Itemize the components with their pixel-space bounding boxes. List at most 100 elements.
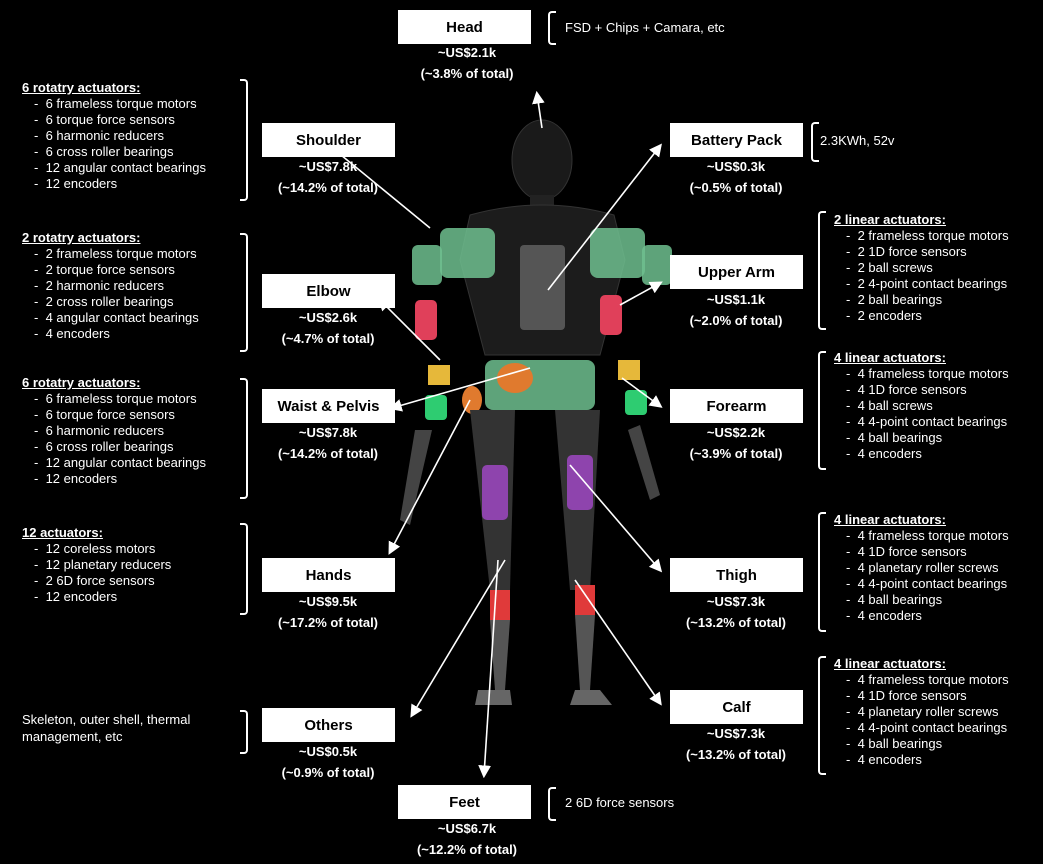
list-item: - 2 4-point contact bearings [846,276,1008,291]
list-item: - 4 frameless torque motors [846,672,1009,687]
list-item: - 4 4-point contact bearings [846,576,1008,591]
others-bracket [240,710,248,754]
list-item: - 6 harmonic reducers [34,423,165,438]
list-item: - 4 angular contact bearings [34,310,199,325]
list-item: - 12 encoders [34,589,118,604]
feet-label-box: Feet [398,785,531,819]
list-item: - 2 1D force sensors [846,244,967,259]
head-label-box: Head [398,10,531,44]
thigh-label-box: Thigh [670,558,803,592]
list-item: - 2 cross roller bearings [34,294,174,309]
calf-bracket [818,656,826,775]
list-item: - 2 torque force sensors [34,262,175,277]
list-item: - 4 encoders [846,752,922,767]
head-cost: ~US$2.1k (~3.8% of total) [387,42,547,84]
list-item: - 4 encoders [34,326,110,341]
arrow-elbow [377,297,441,361]
list-item: - 6 cross roller bearings [34,439,174,454]
waist-bracket [240,378,248,499]
thigh-cost: ~US$7.3k(~13.2% of total) [685,594,787,630]
list-item: - 4 ball bearings [846,430,943,445]
list-item: - 6 torque force sensors [34,407,175,422]
shoulder-label-box: Shoulder [262,123,395,157]
forearm-components: 4 linear actuators: - 4 frameless torque… [834,350,1009,462]
others-label-box: Others [262,708,395,742]
arrow-others [410,559,506,718]
calf-cost: ~US$7.3k(~13.2% of total) [685,726,787,762]
arrow-thigh [569,464,663,573]
list-item: - 4 ball screws [846,398,933,413]
list-item: - 4 frameless torque motors [846,366,1009,381]
list-item: - 4 ball bearings [846,736,943,751]
elbow-bracket [240,233,248,352]
list-item: - 2 encoders [846,308,922,323]
robot-figure [400,119,672,705]
head-cost-share: (~3.8% of total) [420,66,514,81]
hands-components: 12 actuators: - 12 coreless motors - 12 … [22,525,171,605]
head-cost-value: ~US$2.1k [437,45,497,60]
hands-components-title: 12 actuators: [22,525,103,540]
arrow-upper-arm [619,281,663,306]
elbow-components: 2 rotatry actuators: - 2 frameless torqu… [22,230,199,342]
waist-components: 6 rotatry actuators: - 6 frameless torqu… [22,375,206,487]
thigh-components: 4 linear actuators: - 4 frameless torque… [834,512,1009,624]
list-item: - 2 ball screws [846,260,933,275]
calf-components-title: 4 linear actuators: [834,656,946,671]
list-item: - 4 1D force sensors [846,382,967,397]
feet-bracket [548,787,556,821]
list-item: - 4 4-point contact bearings [846,720,1008,735]
list-item: - 4 planetary roller screws [846,560,999,575]
hands-label-box: Hands [262,558,395,592]
list-item: - 6 torque force sensors [34,112,175,127]
arrow-calf [574,579,662,706]
forearm-cost: ~US$2.2k(~3.9% of total) [689,425,783,461]
thigh-bracket [818,512,826,632]
thigh-components-title: 4 linear actuators: [834,512,946,527]
list-item: - 12 planetary reducers [34,557,172,572]
list-item: - 4 encoders [846,446,922,461]
list-item: - 4 1D force sensors [846,544,967,559]
arrow-shoulder [327,143,431,229]
shoulder-cost: ~US$7.8k(~14.2% of total) [277,159,379,195]
list-item: - 12 angular contact bearings [34,455,207,470]
battery-cost: ~US$0.3k(~0.5% of total) [689,159,783,195]
shoulder-bracket [240,79,248,201]
list-item: - 12 coreless motors [34,541,156,556]
list-item: - 6 frameless torque motors [34,391,197,406]
list-item: - 4 1D force sensors [846,688,967,703]
list-item: - 12 encoders [34,176,118,191]
list-item: - 4 planetary roller screws [846,704,999,719]
forearm-label-box: Forearm [670,389,803,423]
list-item: - 12 angular contact bearings [34,160,207,175]
others-cost: ~US$0.5k(~0.9% of total) [281,744,375,780]
elbow-components-title: 2 rotatry actuators: [22,230,141,245]
waist-cost: ~US$7.8k(~14.2% of total) [277,425,379,461]
list-item: - 6 harmonic reducers [34,128,165,143]
forearm-components-title: 4 linear actuators: [834,350,946,365]
list-item: - 4 4-point contact bearings [846,414,1008,429]
arrow-head [532,90,545,129]
head-note: FSD + Chips + Camara, etc [565,20,725,35]
arrow-battery [547,143,662,291]
list-item: - 2 6D force sensors [34,573,155,588]
forearm-bracket [818,351,826,470]
arrow-forearm [621,377,663,408]
shoulder-components: 6 rotatry actuators: - 6 frameless torqu… [22,80,206,192]
battery-note: 2.3KWh, 52v [820,133,895,148]
list-item: - 4 encoders [846,608,922,623]
waist-label-box: Waist & Pelvis [262,389,395,423]
list-item: - 4 frameless torque motors [846,528,1009,543]
upper-arm-components: 2 linear actuators: - 2 frameless torque… [834,212,1009,324]
arrow-waist [388,367,531,412]
arrow-feet [478,559,499,779]
list-item: - 12 encoders [34,471,118,486]
list-item: - 2 frameless torque motors [846,228,1009,243]
list-item: - 6 cross roller bearings [34,144,174,159]
battery-label-box: Battery Pack [670,123,803,157]
list-item: - 2 harmonic reducers [34,278,165,293]
calf-label-box: Calf [670,690,803,724]
waist-components-title: 6 rotatry actuators: [22,375,141,390]
list-item: - 2 frameless torque motors [34,246,197,261]
